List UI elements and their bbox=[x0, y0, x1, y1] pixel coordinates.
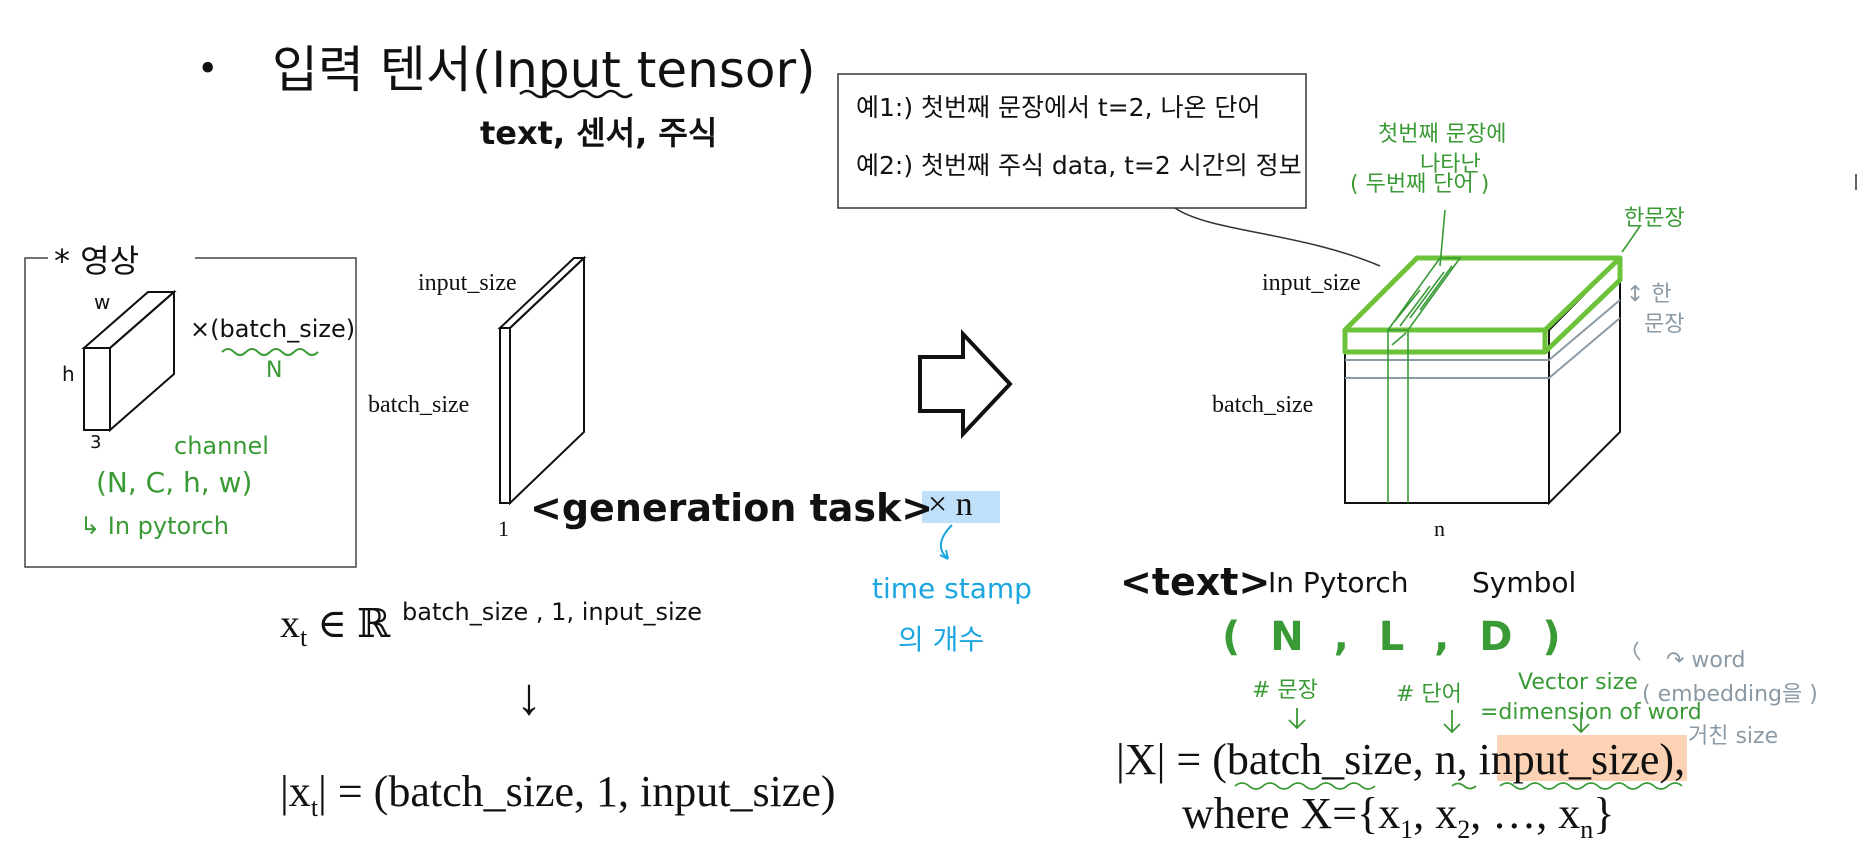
generation-task-label: <generation task> bbox=[530, 486, 934, 530]
where-prefix: where X={x bbox=[1182, 789, 1401, 838]
example-line-1: 예1:) 첫번째 문장에서 t=2, 나온 단어 bbox=[856, 93, 1261, 122]
title-bullet: • bbox=[200, 43, 216, 92]
video-h-label: h bbox=[62, 362, 75, 386]
video-channel-label: channel bbox=[174, 432, 269, 460]
nld-note-sentences: # 문장 bbox=[1252, 678, 1318, 703]
xt-base: x bbox=[280, 601, 300, 646]
where-sub-1: 1 bbox=[1400, 814, 1414, 844]
where-mid-1: , x bbox=[1413, 789, 1458, 838]
x-size-open: |X| = ( bbox=[1116, 735, 1227, 784]
title-squiggle bbox=[519, 89, 633, 99]
nld-note-embedding-2: ( embedding을 ) bbox=[1642, 682, 1818, 707]
video-squiggle bbox=[221, 348, 319, 356]
annotation-first-sentence-3: ( 두번째 단어 ) bbox=[1350, 172, 1490, 197]
x-size-close: ), bbox=[1659, 735, 1686, 784]
nld-note-vector-2: =dimension of word bbox=[1480, 700, 1702, 725]
annotation-first-sentence-2: 나타난 bbox=[1420, 152, 1481, 177]
x-size-batch: batch_size bbox=[1226, 735, 1413, 784]
example-connector bbox=[1174, 207, 1381, 267]
video-c-label: 3 bbox=[90, 432, 102, 453]
nld-note-vector-1: Vector size bbox=[1518, 670, 1638, 695]
nld-note-embedding-1: ↷ word bbox=[1666, 648, 1746, 673]
nld-arrows bbox=[1288, 708, 1590, 734]
video-w-label: w bbox=[94, 290, 111, 314]
timestamp-line-2: 의 개수 bbox=[898, 623, 985, 656]
nld-shape: ( N , L , D ) bbox=[1222, 614, 1569, 660]
example-line-2: 예2:) 첫번째 주식 data, t=2 시간의 정보 bbox=[856, 151, 1302, 180]
slab-batch-size-label: batch_size bbox=[368, 392, 470, 418]
xt-formula: xt ∈ ℝ bbox=[280, 600, 390, 653]
annotation-gray-sentence-1: ↕ 한 bbox=[1626, 282, 1672, 307]
video-shape-label: (N, C, h, w) bbox=[96, 466, 253, 499]
where-mid-2: , …, x bbox=[1470, 789, 1581, 838]
x-size-squiggles bbox=[1234, 782, 1683, 790]
x-size-comma-1: , bbox=[1412, 735, 1435, 784]
cube-batch-size-label: batch_size bbox=[1212, 392, 1314, 418]
embedding-bracket bbox=[1633, 641, 1641, 661]
cube-gray-layer bbox=[1345, 299, 1621, 379]
cube-word-column bbox=[1386, 257, 1462, 503]
where-sub-n: n bbox=[1580, 814, 1594, 844]
thin-slab bbox=[497, 255, 587, 506]
xt-size-formula: |xt| = (batch_size, 1, input_size) bbox=[280, 766, 836, 823]
x-size-n: n bbox=[1434, 735, 1457, 784]
text-pytorch-label: In Pytorch bbox=[1268, 566, 1409, 599]
xt-in: ∈ ℝ bbox=[317, 601, 391, 646]
xt-size-rest: | = (batch_size, 1, input_size) bbox=[318, 767, 836, 816]
nld-note-embedding-3: 거친 size bbox=[1688, 724, 1779, 749]
video-prism bbox=[81, 289, 177, 433]
x-size-formula: |X| = (batch_size, n, input_size), bbox=[1116, 734, 1685, 785]
times-n-label: × n bbox=[928, 486, 973, 523]
times-n-highlight bbox=[922, 491, 1000, 523]
xt-size-open: |x bbox=[280, 767, 311, 816]
cube-green-sentence bbox=[1342, 255, 1623, 355]
down-arrow: ↓ bbox=[516, 669, 542, 726]
video-pytorch-label: ↳ In pytorch bbox=[80, 512, 229, 540]
examples-note: text, 센서, 주식 bbox=[480, 114, 718, 152]
x-size-comma-2: , bbox=[1456, 735, 1479, 784]
where-sub-2: 2 bbox=[1457, 814, 1471, 844]
annotation-first-sentence-1: 첫번째 문장에 bbox=[1378, 122, 1507, 147]
x-size-input: input_size bbox=[1478, 735, 1660, 784]
video-box-title: * 영상 bbox=[54, 242, 140, 280]
example-box bbox=[837, 73, 1307, 209]
page-title: 입력 텐서(Input tensor) bbox=[272, 41, 816, 99]
timestamp-line-1: time stamp bbox=[872, 572, 1032, 605]
where-suffix: } bbox=[1593, 789, 1615, 838]
text-tag: <text> bbox=[1120, 560, 1271, 604]
slab-one-label: 1 bbox=[498, 516, 509, 541]
cube-input-size-label: input_size bbox=[1262, 270, 1361, 296]
video-n-label: N bbox=[266, 358, 283, 383]
big-right-arrow bbox=[918, 328, 1013, 440]
xt-superscript: batch_size , 1, input_size bbox=[402, 598, 702, 626]
annotation-gray-sentence-2: 문장 bbox=[1644, 312, 1685, 337]
timestamp-arrow bbox=[939, 524, 953, 560]
input-size-highlight bbox=[1497, 735, 1687, 781]
xt-sub: t bbox=[300, 623, 308, 652]
cube-n-label: n bbox=[1434, 516, 1445, 541]
nld-note-words: # 단어 bbox=[1396, 682, 1462, 707]
word-annotation-pointer bbox=[1439, 209, 1446, 267]
video-frame-box bbox=[24, 257, 357, 568]
text-symbol-label: Symbol bbox=[1472, 566, 1577, 599]
where-formula: where X={x1, x2, …, xn} bbox=[1182, 788, 1614, 845]
slab-input-size-label: input_size bbox=[418, 270, 517, 296]
annotation-one-sentence: 한문장 bbox=[1624, 206, 1685, 231]
video-batch-label: ×(batch_size) bbox=[190, 315, 356, 343]
sentence-annotation-pointer bbox=[1621, 225, 1641, 253]
xt-size-sub: t bbox=[310, 792, 319, 822]
